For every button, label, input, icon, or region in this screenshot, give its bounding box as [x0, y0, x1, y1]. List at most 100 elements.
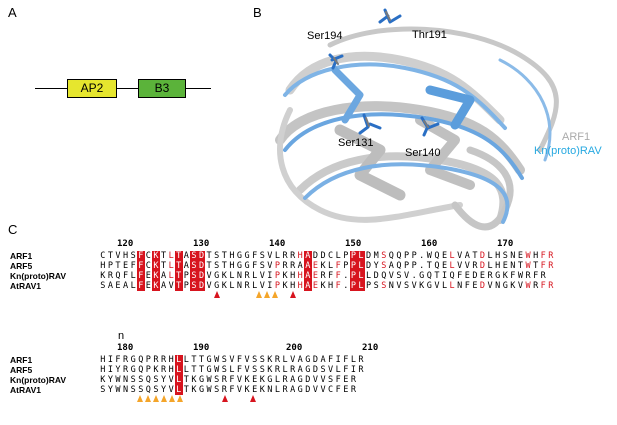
residue: T: [115, 261, 121, 271]
residue: R: [472, 261, 478, 271]
sequence-name: AtRAV1: [10, 281, 42, 291]
residue: R: [350, 375, 356, 385]
residue: I: [267, 271, 273, 281]
residue: I: [267, 281, 273, 291]
red-triangle-marker: [250, 395, 256, 402]
residue: S: [214, 375, 220, 385]
residue: S: [138, 375, 144, 385]
panel-label-b: B: [253, 5, 262, 20]
residue: .: [419, 261, 425, 271]
residue: K: [267, 355, 273, 365]
residue: R: [123, 355, 129, 365]
residue: S: [259, 355, 265, 365]
residue: Q: [434, 261, 440, 271]
residue: L: [274, 251, 281, 261]
residue: D: [305, 385, 311, 395]
residue: N: [495, 281, 501, 291]
sequence-name: ARF5: [10, 261, 33, 271]
residue: F: [136, 251, 145, 261]
residue: T: [191, 365, 197, 375]
ruler-tick: 150: [345, 239, 362, 249]
residue: G: [426, 281, 432, 291]
residue: K: [259, 375, 265, 385]
residue: V: [168, 385, 174, 395]
residue: S: [221, 355, 227, 365]
ruler-2: 180 190 200 210: [10, 343, 610, 355]
residue: H: [328, 281, 334, 291]
residue: N: [388, 281, 394, 291]
residue: V: [411, 281, 417, 291]
residue: Y: [160, 375, 167, 385]
ruler-tick: 190: [193, 343, 210, 353]
motif-label: n: [118, 330, 125, 342]
residue: K: [320, 261, 326, 271]
residue: S: [259, 261, 265, 271]
residue: F: [464, 281, 470, 291]
residue: W: [206, 375, 212, 385]
residue: W: [517, 271, 524, 281]
ruler-tick: 160: [421, 239, 438, 249]
residue: S: [259, 251, 265, 261]
residue: D: [366, 251, 372, 261]
residue: L: [174, 375, 183, 385]
residue: K: [282, 281, 288, 291]
residue: P: [183, 271, 189, 281]
residue: F: [130, 261, 136, 271]
residue: E: [343, 375, 349, 385]
residue: F: [236, 355, 243, 365]
residue: K: [510, 281, 516, 291]
residue: Q: [138, 365, 144, 375]
residue: S: [381, 251, 387, 261]
residue: R: [282, 375, 288, 385]
ruler-tick: 170: [497, 239, 514, 249]
residue: G: [130, 355, 136, 365]
residue: M: [373, 251, 379, 261]
residue: K: [502, 271, 508, 281]
orange-triangle-marker: [161, 395, 167, 402]
sequence-name: ARF1: [10, 355, 33, 365]
residue: L: [487, 251, 493, 261]
residue: F: [115, 355, 121, 365]
residue: P: [349, 251, 358, 261]
residue: T: [174, 251, 183, 261]
residue: K: [221, 271, 227, 281]
residue: V: [328, 365, 334, 375]
residue: S: [130, 375, 136, 385]
residue: D: [479, 281, 486, 291]
residue: D: [479, 251, 486, 261]
residue-label-thr191: Thr191: [412, 29, 447, 41]
residue: T: [426, 261, 432, 271]
residue: K: [152, 261, 160, 271]
residue: Y: [107, 385, 113, 395]
residue: L: [168, 261, 174, 271]
residue: V: [312, 385, 318, 395]
sequence-name: ARF1: [10, 251, 33, 261]
residue: S: [190, 261, 198, 271]
residue: S: [130, 251, 136, 261]
residue: V: [464, 261, 470, 271]
residue: F: [136, 271, 145, 281]
residue: F: [123, 271, 129, 281]
residue: A: [320, 355, 326, 365]
residue: P: [274, 261, 281, 271]
residue: W: [115, 375, 121, 385]
residue: L: [449, 261, 455, 271]
residue: L: [274, 385, 281, 395]
residue: S: [396, 271, 402, 281]
residue: D: [197, 271, 206, 281]
residue: A: [290, 385, 296, 395]
residue: G: [130, 365, 136, 375]
residue: V: [388, 271, 394, 281]
residue: R: [290, 251, 296, 261]
residue: V: [259, 281, 265, 291]
residue: P: [343, 251, 349, 261]
residue: Y: [115, 365, 121, 375]
residue: F: [328, 271, 334, 281]
residue: E: [464, 271, 470, 281]
residue: R: [274, 355, 281, 365]
residue: S: [320, 365, 326, 375]
